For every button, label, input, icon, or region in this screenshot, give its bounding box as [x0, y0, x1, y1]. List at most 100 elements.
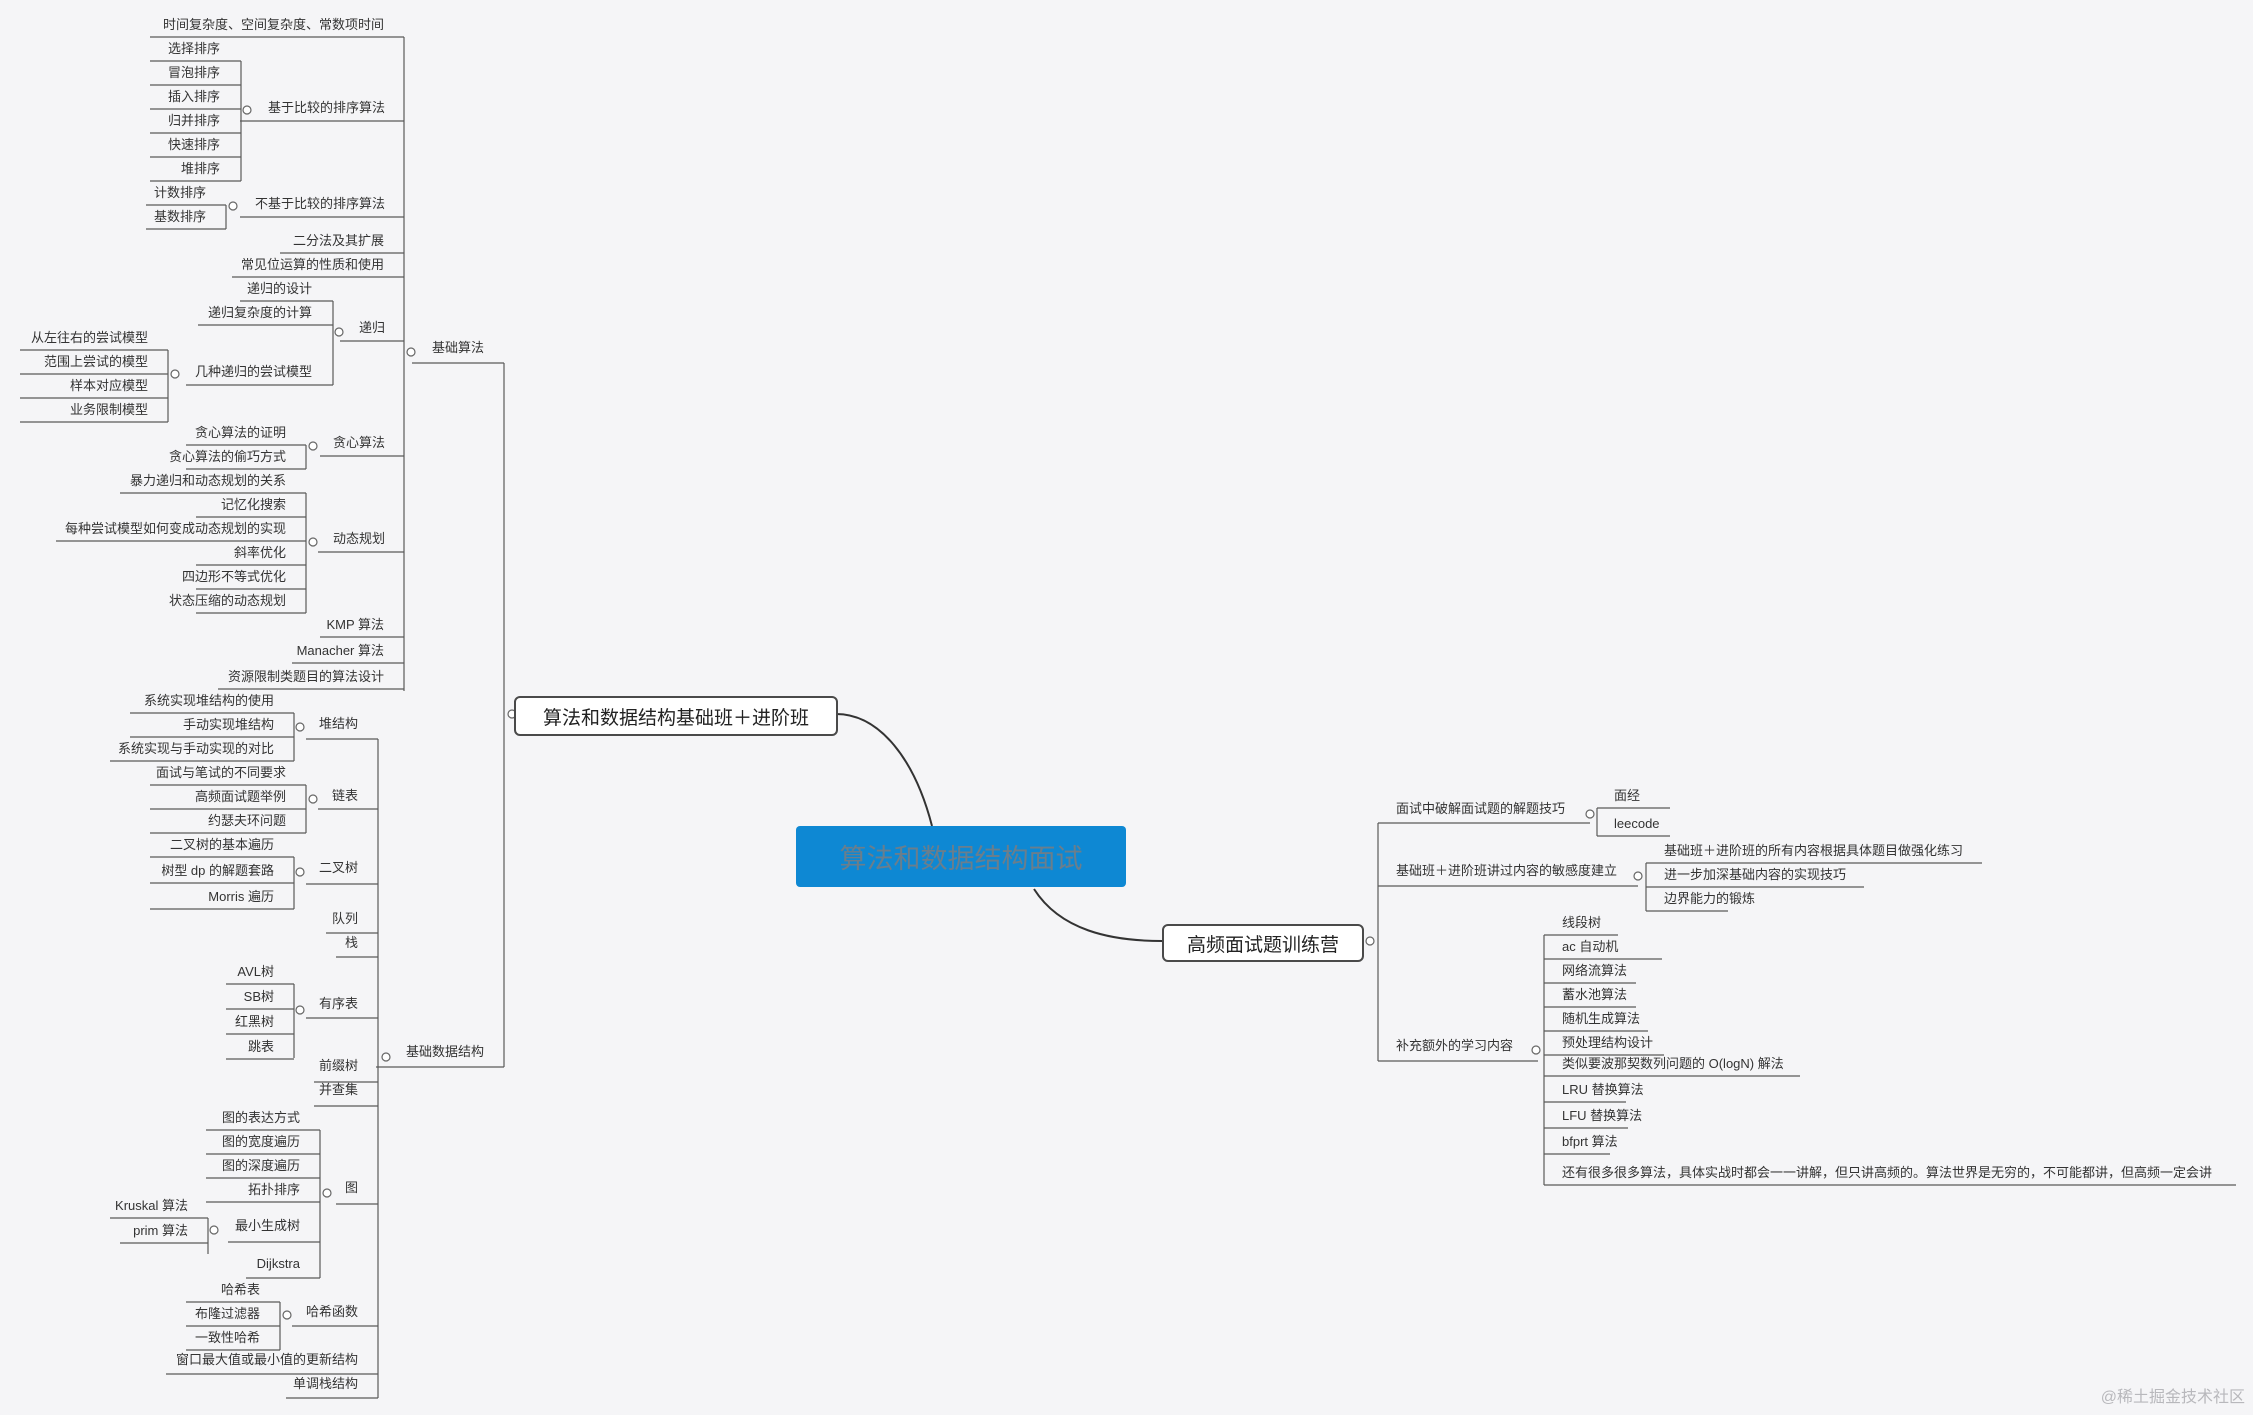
node-dijkstra[interactable]: Dijkstra: [256, 1256, 300, 1271]
node-ordered-item[interactable]: SB树: [243, 989, 274, 1004]
node-rec-complexity[interactable]: 递归复杂度的计算: [207, 305, 312, 320]
node-dp-item[interactable]: 记忆化搜索: [220, 497, 286, 512]
toggle-extra[interactable]: [1531, 1045, 1541, 1055]
node-graph-item[interactable]: 图的宽度遍历: [221, 1134, 300, 1149]
node-kmp[interactable]: KMP 算法: [326, 617, 384, 632]
node-extra-item[interactable]: 蓄水池算法: [1562, 987, 1628, 1002]
node-list-item[interactable]: 约瑟夫环问题: [207, 813, 286, 828]
node-tree-item[interactable]: 二叉树的基本遍历: [169, 837, 274, 852]
toggle-recursion[interactable]: [334, 327, 344, 337]
node-basic-algorithms[interactable]: 基础算法: [431, 340, 484, 355]
toggle-ordered-table[interactable]: [295, 1005, 305, 1015]
node-graph-item[interactable]: 图的深度遍历: [221, 1158, 300, 1173]
toggle-greedy[interactable]: [308, 441, 318, 451]
node-stack[interactable]: 栈: [344, 935, 358, 950]
node-queue[interactable]: 队列: [331, 911, 358, 926]
node-sort-item[interactable]: 冒泡排序: [167, 65, 220, 80]
node-list-item[interactable]: 高频面试题举例: [194, 789, 286, 804]
node-complexity[interactable]: 时间复杂度、空间复杂度、常数项时间: [162, 17, 384, 32]
node-extra-item[interactable]: 线段树: [1562, 915, 1602, 930]
node-dp-item[interactable]: 每种尝试模型如何变成动态规划的实现: [64, 521, 286, 536]
node-dp-item[interactable]: 四边形不等式优化: [181, 569, 286, 584]
node-list-item[interactable]: 面试与笔试的不同要求: [155, 765, 286, 780]
node-tricks[interactable]: 面试中破解面试题的解题技巧: [1396, 801, 1566, 816]
node-sort-item[interactable]: 选择排序: [167, 41, 220, 56]
branch-right-node[interactable]: 高频面试题训练营: [1162, 924, 1364, 962]
node-comparison-sort[interactable]: 基于比较的排序算法: [267, 100, 385, 115]
node-sort-item[interactable]: 插入排序: [167, 89, 220, 104]
node-sort-item[interactable]: 堆排序: [180, 161, 220, 176]
toggle-basic-algorithms[interactable]: [406, 347, 416, 357]
node-heap[interactable]: 堆结构: [318, 716, 358, 731]
node-sort-item[interactable]: 快速排序: [167, 137, 220, 152]
node-trie[interactable]: 前缀树: [318, 1058, 358, 1073]
node-dp[interactable]: 动态规划: [332, 531, 385, 546]
node-hash-item[interactable]: 一致性哈希: [194, 1330, 260, 1345]
node-resource-limit[interactable]: 资源限制类题目的算法设计: [227, 669, 384, 684]
node-mst[interactable]: 最小生成树: [234, 1218, 300, 1233]
node-extra-item[interactable]: 类似要波那契数列问题的 O(logN) 解法: [1562, 1056, 1784, 1071]
toggle-dp[interactable]: [308, 537, 318, 547]
node-graph-item[interactable]: 拓扑排序: [247, 1182, 300, 1197]
node-sensitivity[interactable]: 基础班＋进阶班讲过内容的敏感度建立: [1396, 863, 1618, 878]
node-model-item[interactable]: 范围上尝试的模型: [43, 354, 148, 369]
node-extra-item[interactable]: ac 自动机: [1562, 939, 1619, 954]
root-node[interactable]: 算法和数据结构面试: [796, 826, 1126, 887]
node-extra-item[interactable]: LRU 替换算法: [1562, 1082, 1644, 1097]
node-heap-item[interactable]: 手动实现堆结构: [182, 717, 274, 732]
node-extra-item[interactable]: 预处理结构设计: [1562, 1035, 1654, 1050]
node-greedy-item[interactable]: 贪心算法的偷巧方式: [168, 449, 286, 464]
node-dp-item[interactable]: 斜率优化: [233, 545, 286, 560]
node-manacher[interactable]: Manacher 算法: [296, 643, 384, 658]
toggle-binary-tree[interactable]: [295, 867, 305, 877]
node-extra-item[interactable]: bfprt 算法: [1562, 1134, 1618, 1149]
node-extra[interactable]: 补充额外的学习内容: [1396, 1038, 1514, 1053]
node-mst-item[interactable]: prim 算法: [133, 1223, 188, 1238]
node-dp-item[interactable]: 状态压缩的动态规划: [168, 593, 286, 608]
toggle-noncomparison-sort[interactable]: [228, 201, 238, 211]
node-heap-item[interactable]: 系统实现堆结构的使用: [143, 693, 274, 708]
node-binary-tree[interactable]: 二叉树: [318, 860, 358, 875]
node-ordered-item[interactable]: 跳表: [247, 1039, 274, 1054]
node-tricks-item[interactable]: leecode: [1614, 816, 1660, 831]
node-model-item[interactable]: 业务限制模型: [69, 402, 148, 417]
node-extra-item[interactable]: 随机生成算法: [1562, 1011, 1641, 1026]
toggle-branch-right[interactable]: [1365, 936, 1375, 946]
node-bisection[interactable]: 二分法及其扩展: [292, 233, 384, 248]
toggle-comparison-sort[interactable]: [242, 105, 252, 115]
node-sensitivity-item[interactable]: 进一步加深基础内容的实现技巧: [1664, 867, 1847, 882]
node-tree-item[interactable]: 树型 dp 的解题套路: [161, 863, 274, 878]
node-noncomp-item[interactable]: 基数排序: [153, 209, 206, 224]
node-ordered-item[interactable]: 红黑树: [234, 1014, 274, 1029]
node-mst-item[interactable]: Kruskal 算法: [115, 1198, 188, 1213]
toggle-heap[interactable]: [295, 722, 305, 732]
node-extra-item[interactable]: 还有很多很多算法，具体实战时都会一一讲解，但只讲高频的。算法世界是无穷的，不可能…: [1562, 1165, 2213, 1180]
node-window[interactable]: 窗口最大值或最小值的更新结构: [175, 1352, 358, 1367]
node-extra-item[interactable]: 网络流算法: [1562, 963, 1628, 978]
toggle-hash[interactable]: [282, 1310, 292, 1320]
node-sensitivity-item[interactable]: 边界能力的锻炼: [1664, 891, 1756, 906]
node-graph-item[interactable]: 图的表达方式: [221, 1110, 300, 1125]
node-extra-item[interactable]: LFU 替换算法: [1562, 1108, 1643, 1123]
node-graph[interactable]: 图: [344, 1180, 358, 1195]
node-recursion[interactable]: 递归: [358, 320, 385, 335]
toggle-basic-ds[interactable]: [381, 1052, 391, 1062]
toggle-tricks[interactable]: [1585, 809, 1595, 819]
toggle-graph[interactable]: [322, 1188, 332, 1198]
branch-left-node[interactable]: 算法和数据结构基础班＋进阶班: [514, 696, 838, 736]
node-model-item[interactable]: 样本对应模型: [69, 378, 148, 393]
node-rec-design[interactable]: 递归的设计: [246, 281, 312, 296]
node-union-find[interactable]: 并查集: [318, 1082, 358, 1097]
node-noncomparison-sort[interactable]: 不基于比较的排序算法: [254, 196, 385, 211]
node-sort-item[interactable]: 归并排序: [167, 113, 220, 128]
node-sensitivity-item[interactable]: 基础班＋进阶班的所有内容根据具体题目做强化练习: [1664, 843, 1964, 858]
node-greedy[interactable]: 贪心算法: [332, 435, 385, 450]
node-basic-ds[interactable]: 基础数据结构: [405, 1044, 484, 1059]
toggle-sensitivity[interactable]: [1633, 871, 1643, 881]
node-rec-models[interactable]: 几种递归的尝试模型: [194, 364, 312, 379]
toggle-mst[interactable]: [209, 1225, 219, 1235]
node-bit-ops[interactable]: 常见位运算的性质和使用: [240, 257, 384, 272]
node-greedy-item[interactable]: 贪心算法的证明: [194, 425, 286, 440]
node-tree-item[interactable]: Morris 遍历: [208, 889, 274, 904]
node-linked-list[interactable]: 链表: [331, 788, 358, 803]
